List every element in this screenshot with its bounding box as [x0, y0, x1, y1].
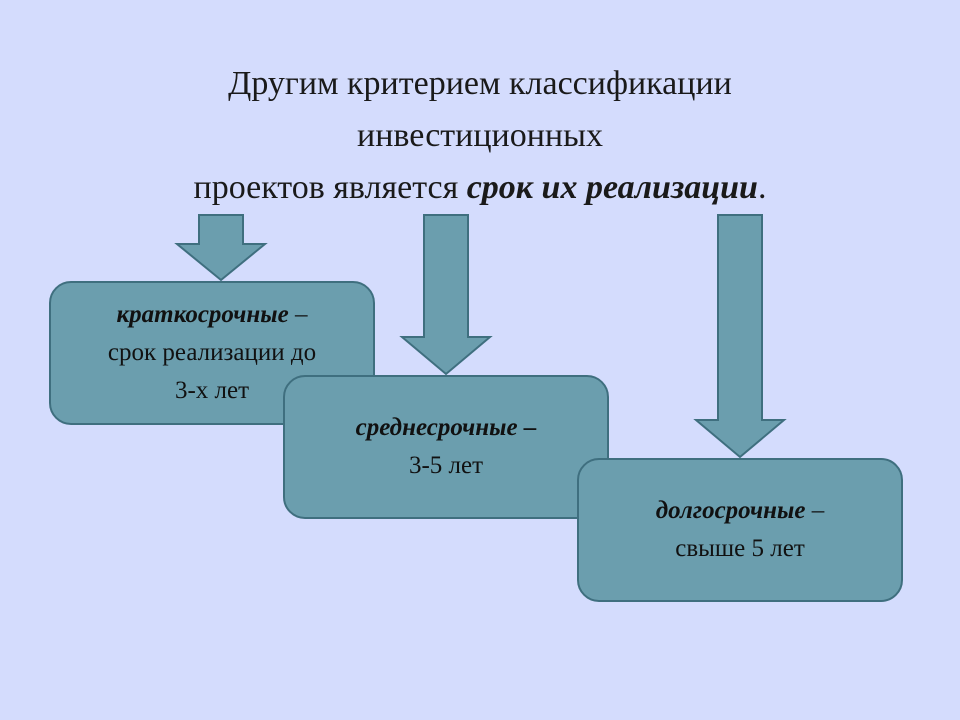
down-arrow-icon — [693, 214, 787, 459]
short-term-box: краткосрочные – срок реализации до 3-х л… — [49, 281, 375, 425]
short-term-heading: краткосрочные – — [117, 296, 308, 334]
short-term-desc-line-2: 3-х лет — [174, 377, 250, 404]
long-term-box: долгосрочные – свыше 5 лет — [577, 458, 903, 602]
medium-term-desc: 3-5 лет — [408, 452, 484, 479]
medium-term-label: среднесрочные – — [355, 414, 537, 441]
title-line-1: Другим критерием классификации — [228, 65, 732, 102]
short-term-label: краткосрочные — [116, 301, 289, 328]
title-line-2: инвестиционных — [357, 117, 603, 154]
long-term-heading: долгосрочные – — [656, 492, 824, 530]
long-term-desc: свыше 5 лет — [675, 535, 805, 562]
title-line-3-prefix: проектов является — [193, 169, 467, 206]
long-term-label: долгосрочные — [655, 497, 806, 524]
title-line-3-suffix: . — [757, 169, 767, 206]
down-arrow-icon — [399, 214, 493, 376]
long-term-dash: – — [805, 497, 825, 524]
medium-term-box: среднесрочные – 3-5 лет — [283, 375, 609, 519]
slide-title: Другим критерием классификации инвестици… — [80, 58, 880, 214]
title-emphasis: срок их реализации — [466, 169, 758, 206]
title-line-3: проектов является срок их реализации. — [80, 162, 880, 214]
short-term-dash: – — [288, 301, 308, 328]
down-arrow-icon — [174, 214, 268, 282]
short-term-desc-line-1: срок реализации до — [107, 339, 317, 366]
